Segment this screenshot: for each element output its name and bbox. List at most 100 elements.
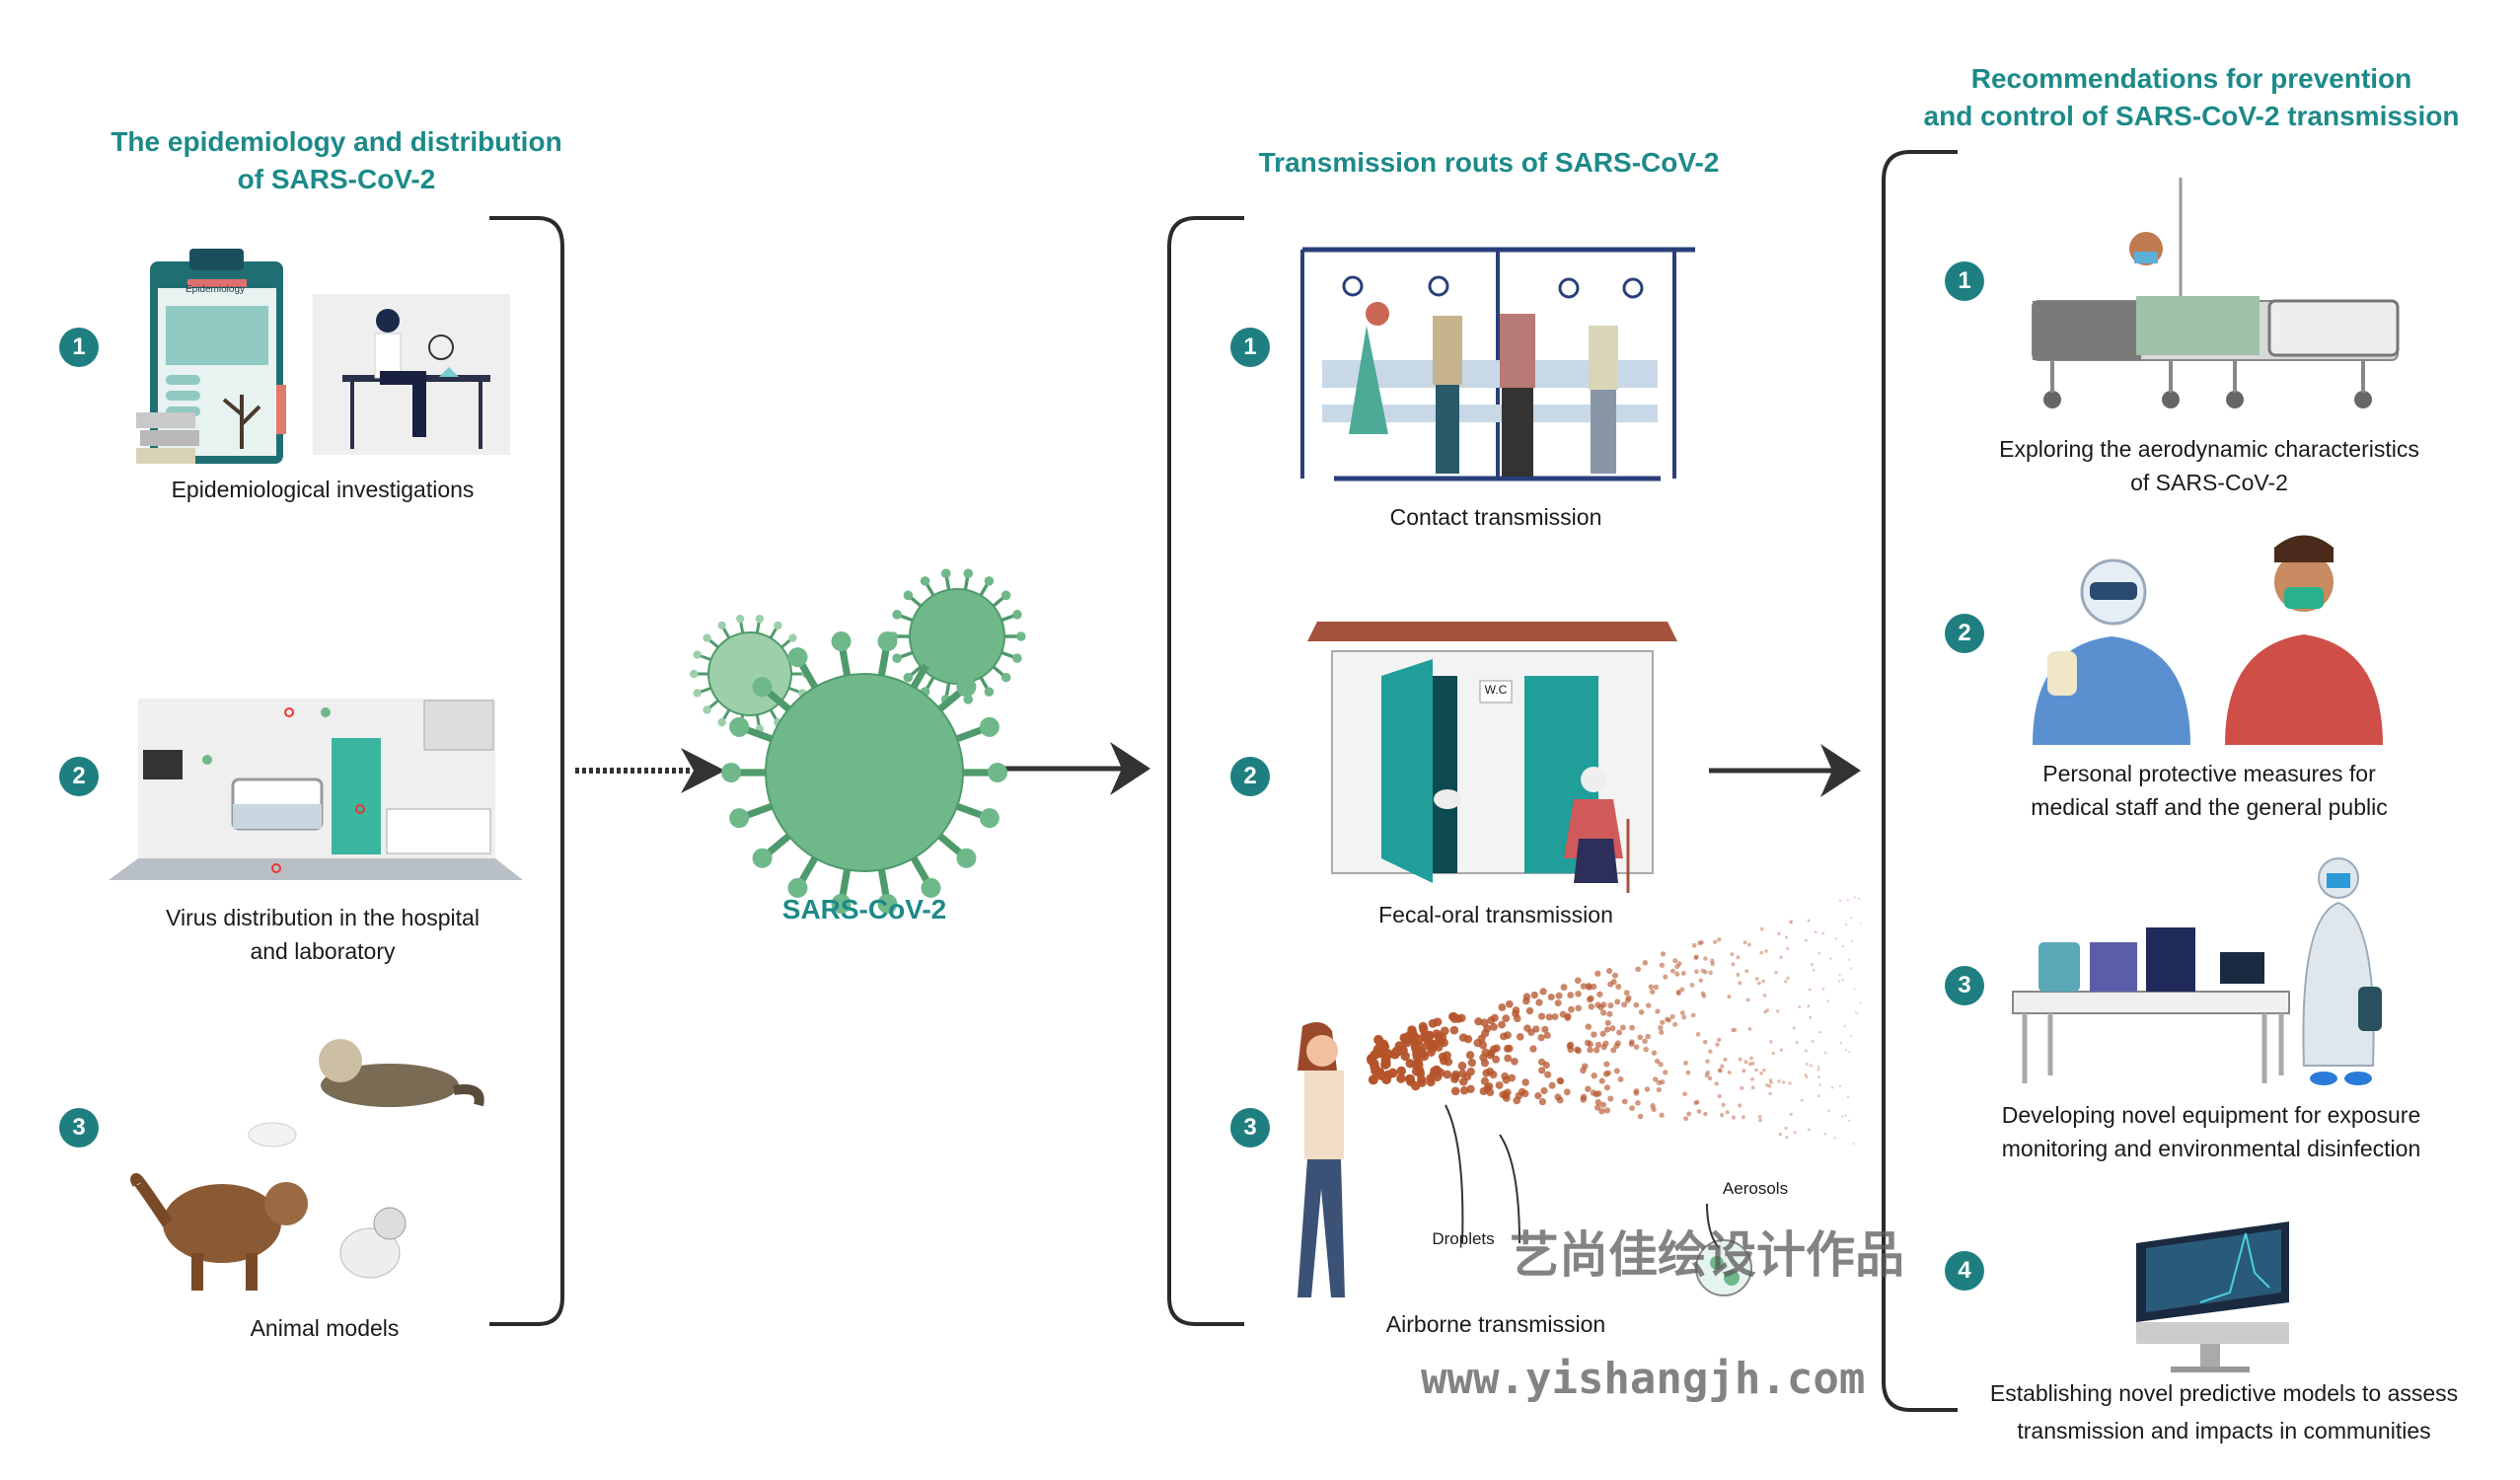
droplet-particle (1703, 956, 1708, 961)
droplet-particle (1660, 1078, 1666, 1085)
droplet-particle (1812, 968, 1816, 972)
droplet-particle (1658, 1024, 1664, 1031)
droplet-particle (1830, 1085, 1834, 1089)
droplet-particle (1745, 998, 1750, 1002)
droplet-particle (1827, 1109, 1830, 1113)
droplet-particle (1603, 1026, 1611, 1033)
droplet-particle (1615, 983, 1622, 990)
left-bracket (489, 216, 564, 1326)
droplet-particle (1817, 951, 1821, 955)
droplet-particle (1654, 1058, 1661, 1065)
sars-cov-2-label: SARS-CoV-2 (781, 894, 947, 925)
number-badge: 3 (1230, 1108, 1270, 1147)
droplet-particle (1443, 1070, 1452, 1079)
droplet-particle (1788, 1081, 1792, 1085)
droplet-particle (1845, 923, 1848, 926)
droplet-particle (1637, 1113, 1644, 1120)
droplet-particle (1742, 940, 1747, 945)
droplet-particle (1723, 1057, 1728, 1062)
droplet-particle (1792, 1026, 1796, 1030)
droplet-particle (1715, 1042, 1720, 1047)
droplet-particle (1736, 972, 1741, 977)
droplet-particle (1505, 999, 1514, 1008)
droplet-particle (1594, 1041, 1602, 1049)
droplet-particle (1598, 1077, 1605, 1084)
dashed-arrow (575, 748, 725, 793)
droplet-particle (1645, 1033, 1651, 1040)
caption-contact-transmission: Contact transmission (1389, 504, 1602, 530)
droplet-particle (1708, 970, 1713, 975)
droplet-particle (1607, 981, 1614, 988)
droplet-particle (1703, 1111, 1708, 1117)
droplet-particle (1611, 972, 1619, 979)
droplet-particle (1852, 1143, 1855, 1146)
droplet-particle (1733, 1027, 1738, 1032)
droplet-particle (1594, 1104, 1601, 1111)
droplet-particle (1754, 1068, 1758, 1073)
droplet-particle (1700, 991, 1706, 997)
droplet-particle (1683, 1060, 1688, 1066)
droplet-particle (1404, 1073, 1415, 1084)
droplet-particle (1710, 958, 1715, 963)
droplet-particle (1762, 994, 1767, 998)
droplet-particle (1765, 1008, 1770, 1012)
droplet-particle (1818, 1030, 1822, 1034)
droplet-particle (1698, 978, 1704, 983)
droplet-particle (1798, 1004, 1802, 1009)
droplet-particle (1642, 1038, 1648, 1045)
droplet-particle (1607, 1001, 1614, 1009)
left-title-line1: The epidemiology and distribution (111, 126, 562, 157)
droplet-particle (1587, 1046, 1594, 1054)
droplet-particle (1741, 1115, 1745, 1120)
droplet-particle (1707, 1075, 1713, 1081)
droplet-particle (1645, 1002, 1652, 1008)
droplet-particle (1555, 992, 1563, 999)
droplet-particle (1502, 1094, 1511, 1102)
droplet-particle (1535, 999, 1543, 1006)
droplet-particle (1750, 1061, 1755, 1066)
droplet-particle (1757, 1115, 1762, 1119)
droplet-particle (1480, 1076, 1489, 1085)
droplet-particle (1844, 1048, 1847, 1052)
droplet-particle (1432, 1029, 1442, 1039)
droplet-particle (1380, 1060, 1390, 1070)
droplet-particle (1450, 1074, 1459, 1083)
droplet-particle (1591, 1073, 1597, 1079)
droplet-particle (1769, 1080, 1773, 1084)
droplet-particle (1660, 951, 1667, 957)
droplet-particle (1594, 1098, 1602, 1106)
droplet-particle (1727, 1070, 1732, 1075)
droplet-particle (1793, 1131, 1797, 1135)
droplet-particle (1450, 1086, 1460, 1096)
droplet-particle (1656, 1086, 1663, 1093)
droplet-particle (1848, 958, 1851, 961)
number-badge: 2 (1230, 757, 1270, 796)
droplet-particle (1839, 1042, 1843, 1045)
watermark-url: www.yishangjh.com (1421, 1354, 1866, 1404)
droplet-particle (1821, 931, 1825, 935)
droplet-particle (1375, 1048, 1386, 1059)
droplet-particle (1606, 967, 1613, 975)
droplet-particle (1816, 1075, 1820, 1079)
aerosols-label: Aerosols (1722, 1179, 1789, 1198)
droplet-particle (1761, 979, 1765, 984)
droplet-particle (1537, 1034, 1545, 1042)
droplet-particle (1789, 1112, 1793, 1116)
droplet-particle (1648, 984, 1654, 990)
droplet-particle (1717, 1037, 1722, 1043)
droplet-particle (1749, 1056, 1753, 1061)
droplet-particle (1534, 1092, 1542, 1100)
droplet-particle (1458, 1069, 1467, 1078)
droplet-particle (1619, 1024, 1626, 1031)
droplet-particle (1679, 1010, 1685, 1016)
caption-fecal-oral-transmission: Fecal-oral transmission (1378, 902, 1613, 927)
droplet-particle (1705, 1070, 1711, 1075)
droplet-particle (1594, 1001, 1601, 1008)
droplet-particle (1633, 1044, 1640, 1051)
droplet-particle (1411, 1060, 1421, 1070)
droplet-particle (1769, 1040, 1773, 1044)
droplet-particle (1721, 1102, 1726, 1107)
droplet-particle (1675, 991, 1681, 997)
droplet-particle (1669, 968, 1676, 974)
